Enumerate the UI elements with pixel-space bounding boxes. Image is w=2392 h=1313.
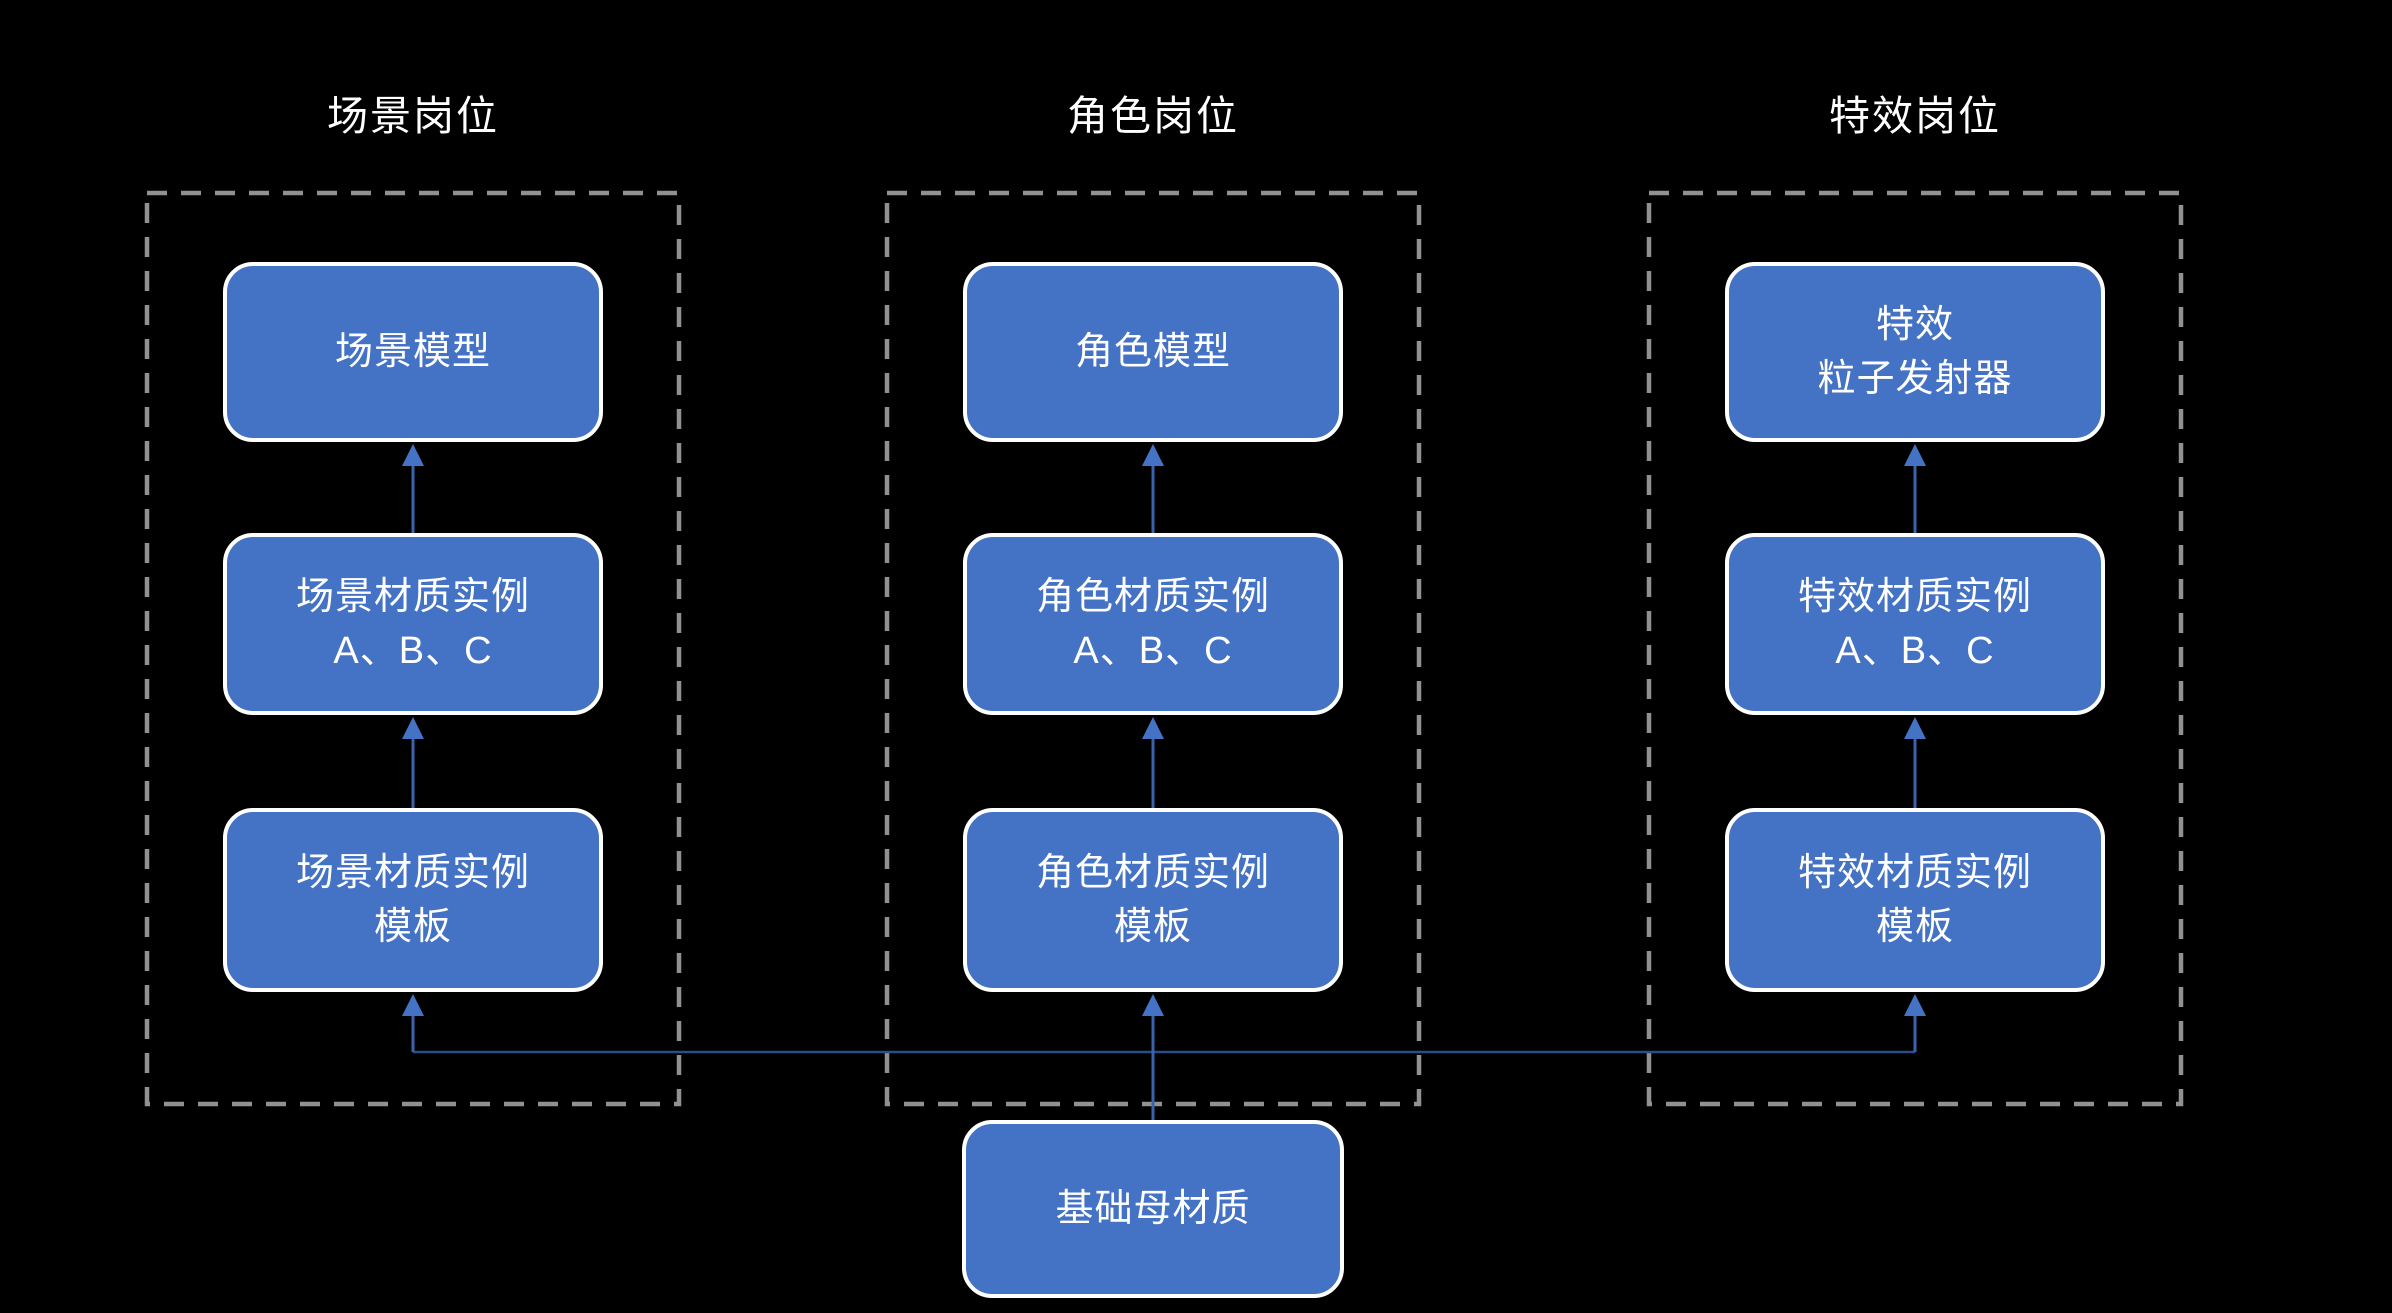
arrowhead-scene-template: [402, 994, 424, 1016]
node-label: 场景材质实例: [295, 852, 530, 894]
node-label: 场景模型: [334, 331, 491, 373]
node-label: 场景材质实例: [295, 576, 530, 618]
node-scene-model: 场景模型: [223, 262, 603, 442]
node-vfx-particle-emitter: 特效 粒子发射器: [1725, 262, 2105, 442]
node-label: A、B、C: [333, 630, 493, 672]
node-label: 模板: [1875, 906, 1954, 948]
group-title-vfx: 特效岗位: [1829, 93, 2001, 139]
node-vfx-material-instances: 特效材质实例 A、B、C: [1725, 533, 2105, 715]
arrowhead-character-template: [1142, 994, 1164, 1016]
node-label: 角色材质实例: [1035, 852, 1270, 894]
node-scene-material-instances: 场景材质实例 A、B、C: [223, 533, 603, 715]
node-label: 特效: [1875, 304, 1954, 346]
node-label: 角色材质实例: [1035, 576, 1270, 618]
node-label: 特效材质实例: [1797, 852, 2032, 894]
node-label: 基础母材质: [1055, 1188, 1251, 1230]
node-label: 特效材质实例: [1797, 576, 2032, 618]
node-character-material-template: 角色材质实例 模板: [963, 808, 1343, 992]
node-label: 模板: [1113, 906, 1192, 948]
arrowhead-vfx-emitter: [1904, 444, 1926, 466]
group-title-character: 角色岗位: [1067, 93, 1239, 139]
node-scene-material-template: 场景材质实例 模板: [223, 808, 603, 992]
node-character-material-instances: 角色材质实例 A、B、C: [963, 533, 1343, 715]
group-title-scene: 场景岗位: [327, 93, 499, 139]
node-label: A、B、C: [1073, 630, 1233, 672]
arrowhead-scene-model: [402, 444, 424, 466]
node-base-master-material: 基础母材质: [962, 1120, 1344, 1298]
node-label: 模板: [373, 906, 452, 948]
node-label: A、B、C: [1835, 630, 1995, 672]
node-character-model: 角色模型: [963, 262, 1343, 442]
arrowhead-vfx-template: [1904, 994, 1926, 1016]
node-vfx-material-template: 特效材质实例 模板: [1725, 808, 2105, 992]
node-label: 角色模型: [1074, 331, 1231, 373]
arrowhead-character-instance: [1142, 717, 1164, 739]
arrowhead-scene-instance: [402, 717, 424, 739]
node-label: 粒子发射器: [1817, 358, 2013, 400]
arrowhead-vfx-instance: [1904, 717, 1926, 739]
arrowhead-character-model: [1142, 444, 1164, 466]
